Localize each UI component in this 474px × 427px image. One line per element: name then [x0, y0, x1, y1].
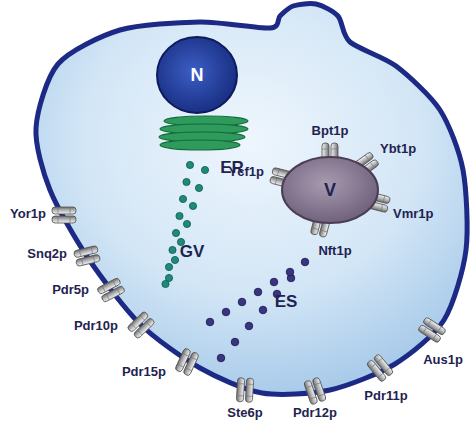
nucleus: N: [155, 35, 239, 115]
transporter-label: Bpt1p: [312, 124, 349, 138]
transporter-label: Yor1p: [10, 207, 46, 221]
organelle-label: ES: [275, 293, 298, 312]
nucleus-label: N: [191, 65, 204, 86]
transporter-label: Pdr11p: [364, 389, 407, 403]
transporter-icons: [52, 143, 446, 405]
vacuole: V: [280, 155, 380, 225]
golgi-vesicles: [162, 161, 209, 287]
cell-wall: [36, 4, 467, 395]
transporter-label: Vmr1p: [393, 207, 433, 221]
transporter-label: Ycf1p: [229, 165, 264, 179]
endoplasmic-reticulum: [159, 116, 248, 150]
transporter-label: Nft1p: [318, 244, 351, 258]
transporter-label: Pdr15p: [122, 365, 166, 379]
organelle-label: GV: [180, 243, 205, 262]
transporter-label: Pdr5p: [52, 283, 89, 297]
endosomal-vesicles: [206, 258, 309, 362]
transporter-label: Aus1p: [423, 353, 463, 367]
transporter-label: Ybt1p: [380, 142, 416, 156]
vacuole-label: V: [324, 180, 336, 201]
transporter-label: Pdr12p: [293, 406, 337, 420]
transporter-label: Ste6p: [227, 406, 262, 420]
transporter-label: Snq2p: [27, 247, 67, 261]
transporter-label: Pdr10p: [74, 319, 118, 333]
